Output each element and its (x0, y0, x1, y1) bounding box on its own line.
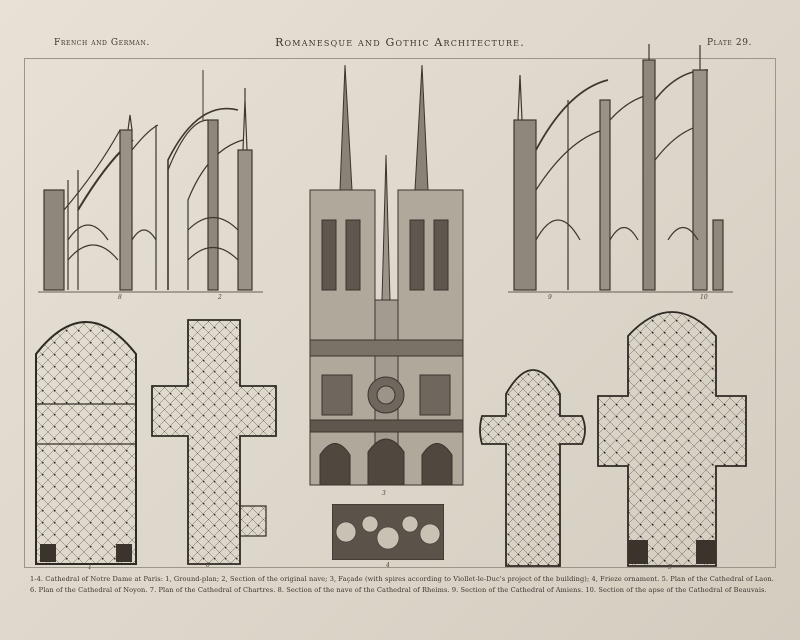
frieze-ornament (332, 504, 444, 560)
section-drawing-right (508, 44, 733, 293)
plate-caption: 1-4. Cathedral of Notre Dame at Paris: 1… (30, 574, 774, 596)
caption-line: 1-4. Cathedral of Notre Dame at Paris: 1… (30, 575, 774, 583)
figure-number: 8 (118, 294, 122, 301)
facade-drawing (309, 64, 464, 486)
header-title: Romanesque and Gothic Architecture. (275, 36, 525, 49)
figure-number: 1 (88, 564, 92, 571)
ground-plan-noyon (151, 319, 277, 565)
caption-line: 6. Plan of the Cathedral of Noyon. 7. Pl… (30, 586, 767, 594)
section-drawing-left (38, 70, 263, 293)
header-left: French and German. (54, 38, 150, 48)
figure-number: 3 (382, 490, 386, 497)
header-plate-number: Plate 29. (706, 38, 752, 48)
figure-number: 5 (668, 564, 672, 571)
figure-number: 7 (528, 562, 532, 569)
figure-number: 6 (206, 562, 210, 569)
figure-number: 2 (218, 294, 222, 301)
ground-plan-chartres (479, 369, 586, 567)
figure-number: 4 (386, 562, 390, 569)
figure-number: 10 (700, 294, 708, 301)
figure-number: 9 (548, 294, 552, 301)
plate-frame (24, 58, 776, 568)
ground-plan-laon (597, 311, 747, 567)
ground-plan-notre-dame (35, 321, 137, 565)
